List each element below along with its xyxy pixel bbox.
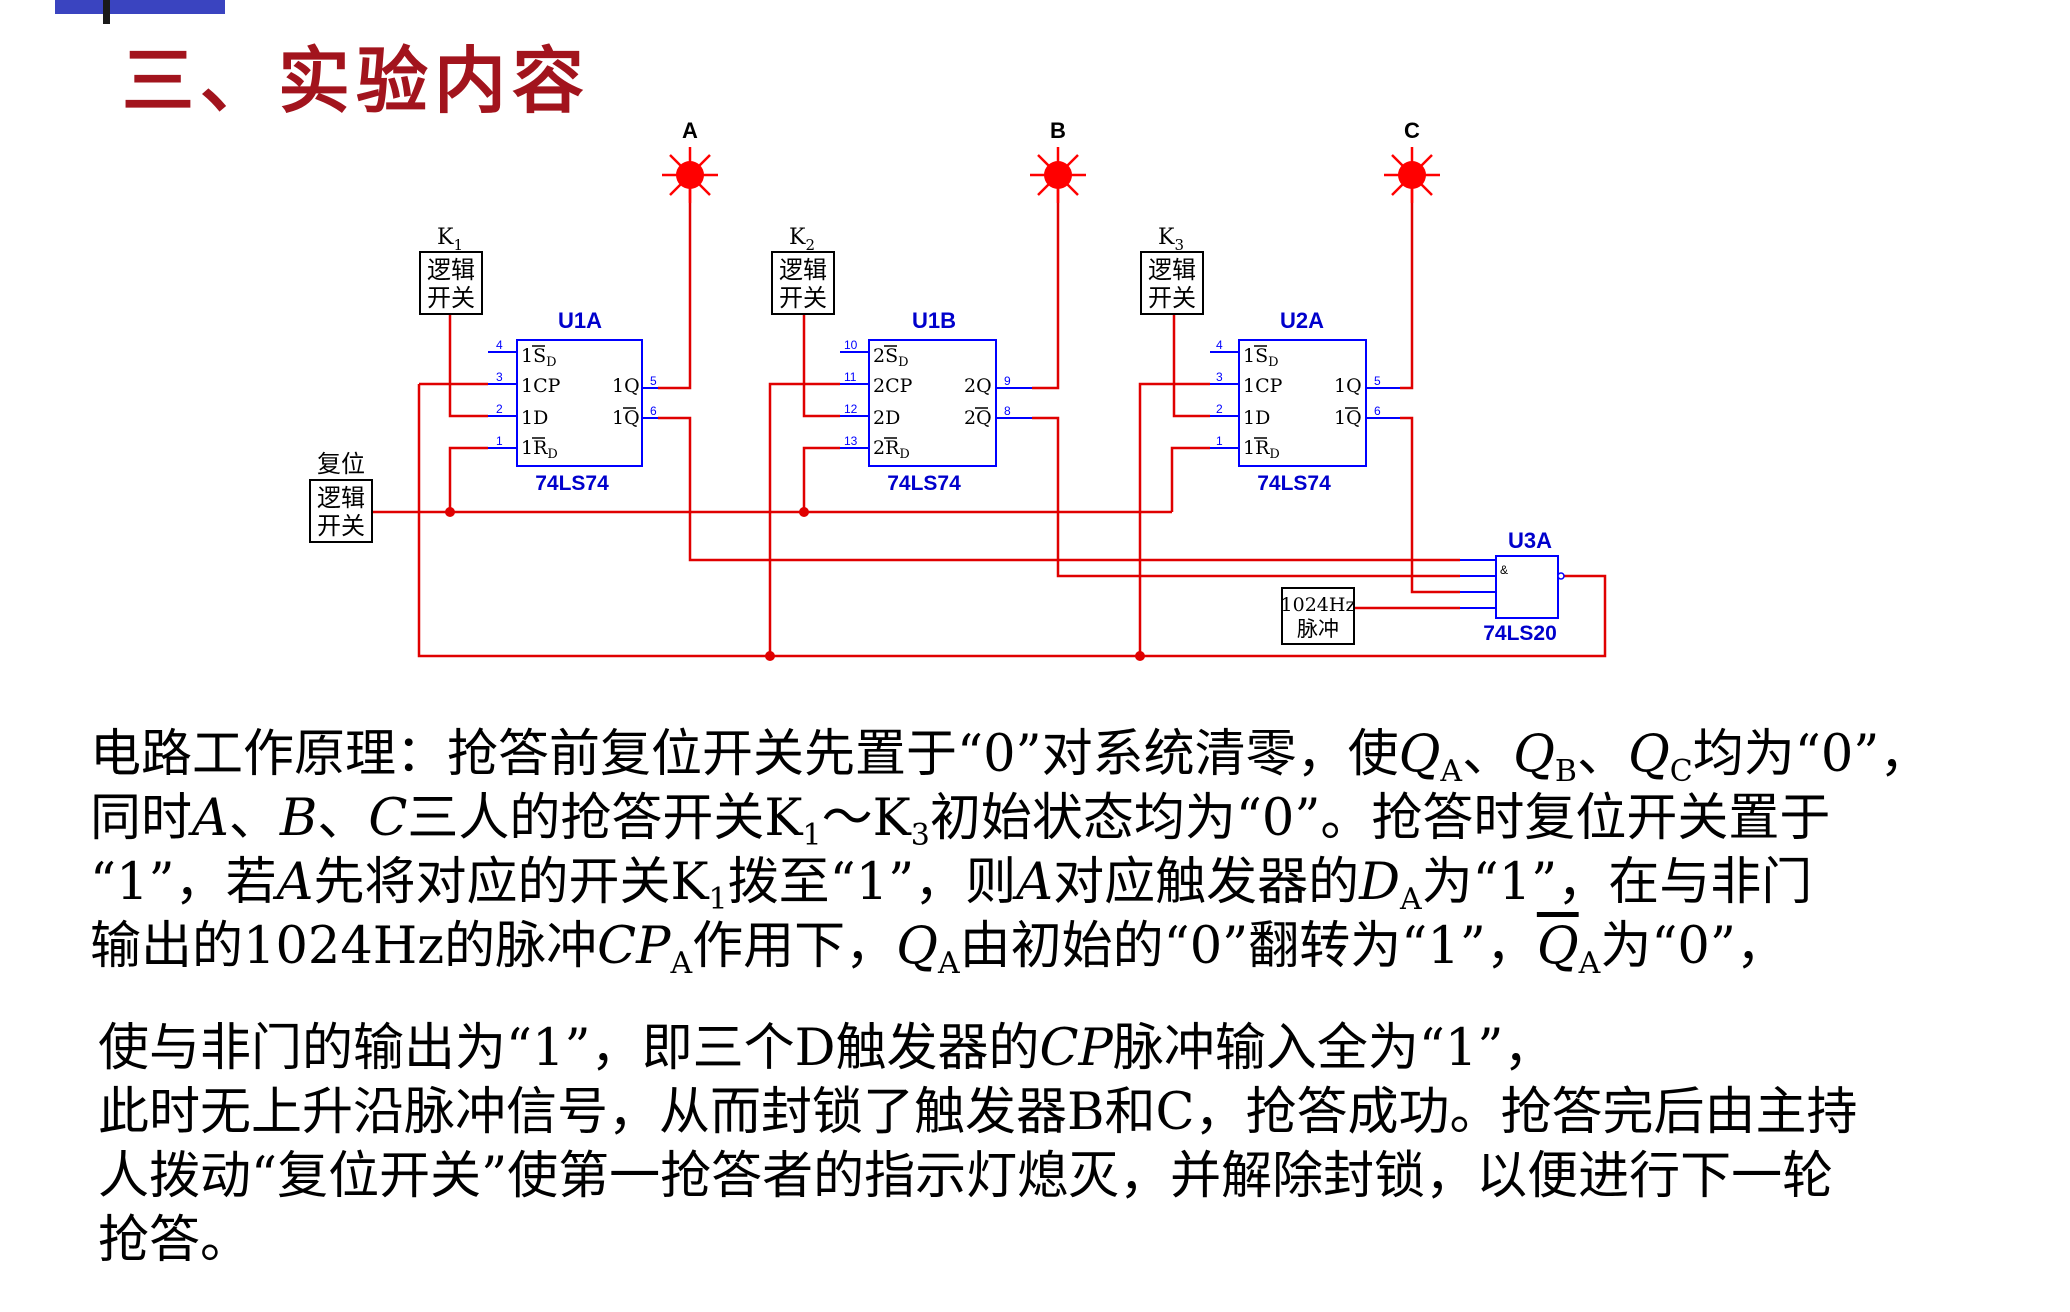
locking-paragraph: 使与非门的输出为“1”，即三个D触发器的CP脉冲输入全为“1”， 此时无上升沿脉… <box>98 1017 1858 1273</box>
svg-text:开关: 开关 <box>1148 284 1196 312</box>
circuit-diagram: A B C K1 逻辑 开关 K2 逻辑 开关 K3 逻辑 开关 复位 <box>309 118 1607 661</box>
svg-text:1Q: 1Q <box>1334 375 1362 397</box>
svg-text:K1: K1 <box>437 225 463 254</box>
para2-line3: 人拨动“复位开关”使第一抢答者的指示灯熄灭，并解除封锁，以便进行下一轮 <box>98 1147 1834 1206</box>
svg-text:3: 3 <box>496 370 503 384</box>
svg-text:4: 4 <box>496 338 503 352</box>
lamp-c-label: C <box>1404 118 1420 143</box>
svg-text:U1A: U1A <box>558 308 602 333</box>
svg-text:12: 12 <box>844 402 858 416</box>
svg-text:2CP: 2CP <box>873 375 913 397</box>
svg-text:9: 9 <box>1004 374 1011 388</box>
svg-text:6: 6 <box>650 404 657 418</box>
svg-text:逻辑: 逻辑 <box>317 484 365 512</box>
wires <box>372 175 1607 658</box>
svg-text:U1B: U1B <box>912 308 956 333</box>
svg-text:2D: 2D <box>873 407 900 429</box>
svg-text:74LS20: 74LS20 <box>1483 622 1557 645</box>
svg-text:1: 1 <box>496 434 503 448</box>
svg-text:10: 10 <box>844 338 858 352</box>
svg-text:脉冲: 脉冲 <box>1297 617 1339 641</box>
lamp-c: C <box>1384 118 1440 203</box>
principle-paragraph: 电路工作原理：抢答前复位开关先置于“0”对系统清零，使QA、QB、QC均为“0”… <box>90 723 1930 979</box>
svg-text:开关: 开关 <box>317 512 365 540</box>
svg-text:2: 2 <box>1216 402 1223 416</box>
switch-k1: K1 逻辑 开关 <box>419 225 483 315</box>
svg-text:1RD: 1RD <box>521 437 558 462</box>
svg-text:1: 1 <box>1216 434 1223 448</box>
svg-text:74LS74: 74LS74 <box>887 472 961 495</box>
svg-text:U3A: U3A <box>1508 528 1552 553</box>
top-accent-tick <box>103 0 110 24</box>
svg-text:1RD: 1RD <box>1243 437 1280 462</box>
svg-text:K2: K2 <box>789 225 815 254</box>
svg-text:U2A: U2A <box>1280 308 1324 333</box>
para2-line1: 使与非门的输出为“1”，即三个D触发器的CP脉冲输入全为“1”， <box>98 1019 1555 1078</box>
para1-line4: 输出的1024Hz的脉冲CPA作用下，QA由初始的“0”翻转为“1”，QA为“0… <box>90 917 1787 981</box>
svg-text:1Q: 1Q <box>612 407 640 429</box>
svg-text:开关: 开关 <box>779 284 827 312</box>
lamp-b-label: B <box>1050 118 1066 143</box>
svg-text:11: 11 <box>844 370 857 384</box>
switch-k2: K2 逻辑 开关 <box>771 225 835 315</box>
svg-text:1Q: 1Q <box>612 375 640 397</box>
clock-source: 1024Hz 脉冲 <box>1281 587 1356 645</box>
svg-text:复位: 复位 <box>317 450 365 478</box>
top-accent-bar <box>55 0 225 14</box>
svg-text:2Q: 2Q <box>964 375 992 397</box>
svg-text:&: & <box>1500 563 1508 577</box>
svg-text:4: 4 <box>1216 338 1223 352</box>
para1-line2: 同时A、B、C三人的抢答开关K1～K3初始状态均为“0”。抢答时复位开关置于 <box>90 789 1831 853</box>
svg-text:5: 5 <box>650 374 657 388</box>
svg-text:K3: K3 <box>1158 225 1184 254</box>
svg-text:开关: 开关 <box>427 284 475 312</box>
svg-text:逻辑: 逻辑 <box>427 256 475 284</box>
svg-text:2: 2 <box>496 402 503 416</box>
flipflop-u1a: U1A 4 3 2 1 5 6 1SD 1CP 1D 1RD 1Q 1Q 74L… <box>488 308 658 495</box>
svg-text:1D: 1D <box>1243 407 1270 429</box>
para1-line3: “1”，若A先将对应的开关K1拨至“1”，则A对应触发器的DA为“1”，在与非门 <box>90 853 1813 917</box>
nand-gate-u3a: U3A & 74LS20 <box>1460 528 1565 645</box>
junction-dots <box>445 507 1145 661</box>
svg-text:2Q: 2Q <box>964 407 992 429</box>
svg-text:1SD: 1SD <box>521 345 557 370</box>
para1-line1: 电路工作原理：抢答前复位开关先置于“0”对系统清零，使QA、QB、QC均为“0”… <box>90 725 1931 789</box>
svg-text:1SD: 1SD <box>1243 345 1279 370</box>
switch-k3: K3 逻辑 开关 <box>1140 225 1204 315</box>
svg-text:6: 6 <box>1374 404 1381 418</box>
svg-text:8: 8 <box>1004 404 1011 418</box>
para2-line4: 抢答。 <box>98 1211 252 1270</box>
svg-text:74LS74: 74LS74 <box>1257 472 1331 495</box>
svg-text:2RD: 2RD <box>873 437 910 462</box>
svg-text:74LS74: 74LS74 <box>535 472 609 495</box>
flipflop-u2a: U2A 4 3 2 1 5 6 1SD 1CP 1D 1RD 1Q 1Q 74L… <box>1210 308 1400 495</box>
reset-switch: 复位 逻辑 开关 <box>309 450 373 543</box>
svg-text:2SD: 2SD <box>873 345 909 370</box>
svg-text:逻辑: 逻辑 <box>1148 256 1196 284</box>
svg-text:1Q: 1Q <box>1334 407 1362 429</box>
svg-text:5: 5 <box>1374 374 1381 388</box>
svg-text:1CP: 1CP <box>1243 375 1283 397</box>
para2-line2: 此时无上升沿脉冲信号，从而封锁了触发器B和C，抢答成功。抢答完后由主持 <box>98 1083 1858 1142</box>
flipflop-u1b: U1B 10 11 12 13 9 8 2SD 2CP 2D 2RD 2Q 2Q… <box>840 308 1032 495</box>
svg-text:3: 3 <box>1216 370 1223 384</box>
svg-text:逻辑: 逻辑 <box>779 256 827 284</box>
lamp-a: A <box>662 118 718 203</box>
svg-text:1D: 1D <box>521 407 548 429</box>
svg-text:1024Hz: 1024Hz <box>1281 594 1356 616</box>
svg-text:1CP: 1CP <box>521 375 561 397</box>
svg-text:13: 13 <box>844 434 858 448</box>
lamp-a-label: A <box>682 118 698 143</box>
slide-title: 三、实验内容 <box>122 38 591 123</box>
lamp-b: B <box>1030 118 1086 203</box>
